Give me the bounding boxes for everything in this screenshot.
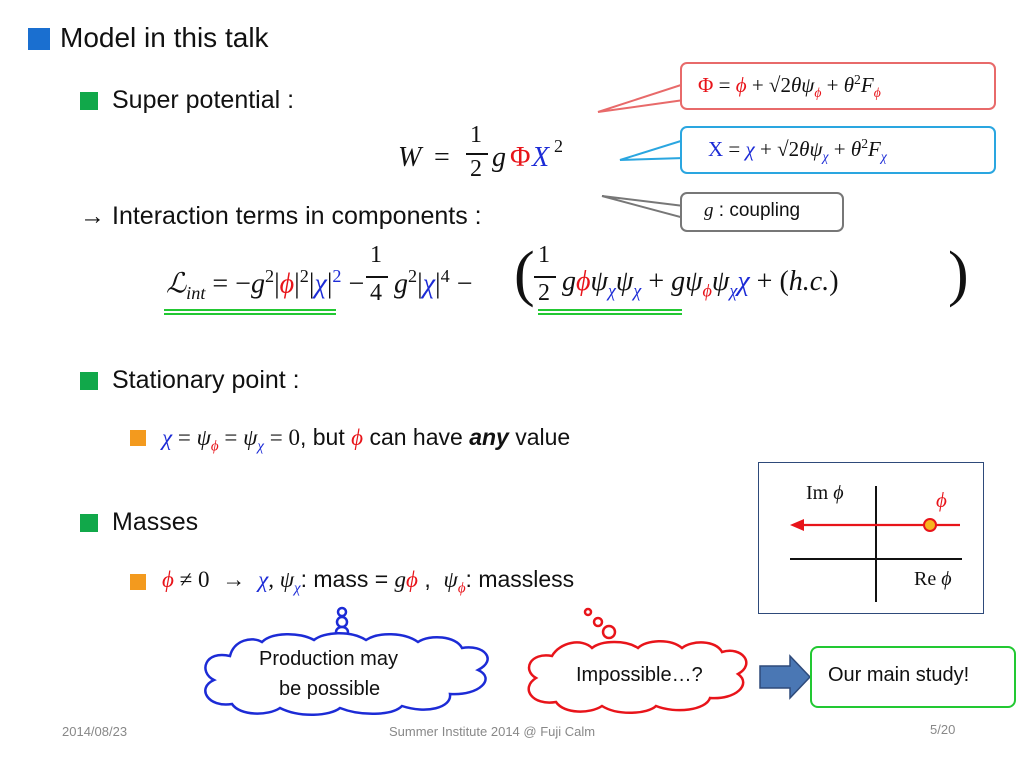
- footer-center: Summer Institute 2014 @ Fuji Calm: [389, 724, 596, 739]
- underline-yukawa-term: [538, 309, 682, 311]
- interaction-label: Interaction terms in components :: [112, 202, 482, 230]
- right-cloud: [527, 640, 748, 714]
- left-cloud-bubble-mid: [335, 615, 349, 629]
- complex-plane-diagram: [758, 462, 984, 614]
- stationary-value: value: [515, 424, 571, 450]
- coupling-text: g : coupling: [704, 200, 801, 221]
- re-phi-label: Re ϕ: [914, 568, 952, 590]
- masses-label: Masses: [112, 508, 199, 536]
- right-cloud-text: Impossible…?: [576, 664, 703, 686]
- right-cloud-bubble-mid: [592, 616, 604, 628]
- masses-arrow: →: [222, 566, 246, 592]
- phi-superfield-callout: [680, 62, 996, 110]
- underline-quartic-term: [164, 309, 336, 311]
- underline-yukawa-term-2: [538, 313, 682, 315]
- phi-point: [923, 518, 937, 532]
- superpotential-bullet-square: [80, 92, 98, 110]
- masses-mass-label: : mass =: [300, 566, 389, 592]
- stationary-any: any: [469, 424, 509, 450]
- slide-title: Model in this talk: [60, 22, 269, 53]
- re-label: Re: [914, 568, 937, 590]
- masses-bullet-square: [80, 514, 98, 532]
- coupling-callout: [680, 192, 844, 232]
- footer-page-number: 5/20: [930, 722, 956, 737]
- left-cloud: [204, 632, 489, 716]
- stationary-sub-bullet: [130, 430, 146, 446]
- stationary-but: but: [312, 424, 345, 450]
- left-cloud-bubble-small: [336, 606, 348, 618]
- im-label: Im: [806, 482, 829, 504]
- interaction-arrow: →: [80, 202, 105, 230]
- chi-superfield-callout: [680, 126, 996, 174]
- stationary-label: Stationary point :: [112, 366, 300, 394]
- complex-plane-axes: [790, 486, 962, 602]
- underline-quartic-term-2: [164, 313, 336, 315]
- title-bullet-square: [28, 28, 50, 50]
- masses-massless-label: : massless: [465, 566, 575, 592]
- phi-trajectory-arrowhead: [790, 519, 804, 531]
- interaction-lagrangian: ℒint = −g2|ϕ|2|χ|2 − 1 4 g2|χ|4 − ( 1 2 …: [166, 240, 969, 308]
- stationary-can-have: can have: [369, 424, 463, 450]
- masses-sub-bullet: [130, 574, 146, 590]
- phi-superfield-equation: Φ = ϕ + √2θψϕ + θ2Fϕ: [698, 72, 881, 101]
- superpotential-label: Super potential :: [112, 86, 295, 114]
- im-phi-label: Im ϕ: [806, 482, 844, 504]
- left-cloud-line-2: be possible: [279, 678, 381, 700]
- block-arrow: [759, 654, 812, 700]
- stationary-bullet-square: [80, 372, 98, 390]
- phi-point-label: ϕ: [936, 488, 947, 512]
- footer-date: 2014/08/23: [62, 724, 128, 739]
- stationary-condition: χ = ψϕ = ψχ = 0, but ϕ can have any valu…: [162, 424, 571, 455]
- chi-superfield-equation: X = χ + √2θψχ + θ2Fχ: [708, 136, 887, 165]
- main-study-box: [810, 646, 1016, 708]
- masses-statement: ϕ ≠ 0 → χ, ψχ: mass = gϕ , ψϕ: massless: [162, 566, 575, 597]
- right-cloud-bubble-large: [601, 624, 617, 640]
- left-cloud-line-1: Production may: [259, 648, 398, 670]
- main-study-text: Our main study!: [828, 664, 970, 686]
- coupling-label: coupling: [729, 200, 801, 221]
- right-cloud-bubble-small: [583, 607, 593, 617]
